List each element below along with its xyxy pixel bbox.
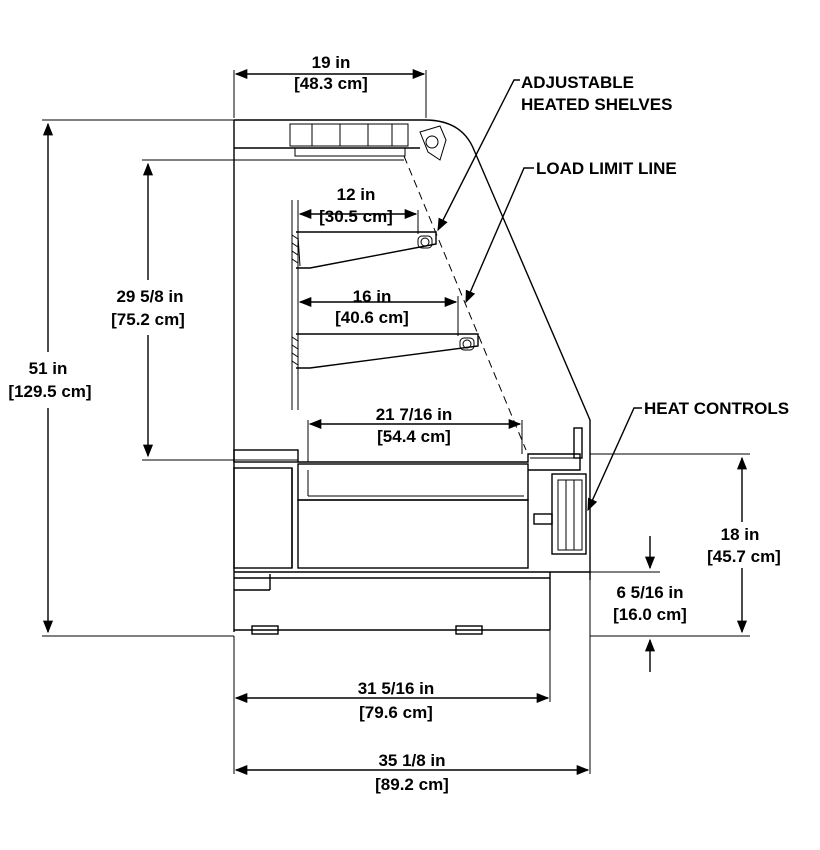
deck-width-imperial: 21 7/16 in [376, 405, 453, 424]
dim-shelf-upper [297, 208, 419, 234]
deck-width-metric: [54.4 cm] [377, 427, 451, 446]
shelf-lower [291, 333, 479, 369]
base-depth-imperial: 31 5/16 in [358, 679, 435, 698]
deck-height-metric: [16.0 cm] [613, 605, 687, 624]
shelves-callout-line1: ADJUSTABLE [521, 73, 634, 92]
dim-overall-height [42, 119, 234, 637]
heat-controls-callout: HEAT CONTROLS [644, 399, 789, 418]
overall-height-imperial: 51 in [29, 359, 68, 378]
dim-shelf-span [142, 159, 404, 461]
case-deck [233, 449, 581, 501]
dim-overall-depth [234, 580, 591, 776]
overall-depth-imperial: 35 1/8 in [378, 751, 445, 770]
base-height-metric: [45.7 cm] [707, 547, 781, 566]
dim-base-depth [233, 630, 551, 774]
dim-deck-width [307, 418, 523, 462]
load-limit-leader [465, 167, 534, 304]
shelf-span-imperial: 29 5/8 in [116, 287, 183, 306]
overall-depth-metric: [89.2 cm] [375, 775, 449, 794]
load-limit-line [403, 155, 527, 451]
shelves-callout-line2: HEATED SHELVES [521, 95, 672, 114]
shelf-upper-teeth [291, 234, 299, 264]
overall-height-metric: [129.5 cm] [8, 382, 91, 401]
shelf-lower-metric: [40.6 cm] [335, 308, 409, 327]
top-width-imperial: 19 in [312, 53, 351, 72]
base-depth-metric: [79.6 cm] [359, 703, 433, 722]
heat-control-box [533, 427, 587, 555]
dim-deck-height [590, 536, 660, 672]
dim-base-height [590, 453, 750, 637]
shelf-lower-imperial: 16 in [353, 287, 392, 306]
case-base [233, 467, 590, 635]
shelf-upper-metric: [30.5 cm] [319, 207, 393, 226]
shelf-lower-teeth [291, 336, 299, 366]
dim-shelf-lower [297, 296, 459, 336]
deck-height-imperial: 6 5/16 in [616, 583, 683, 602]
shelf-span-metric: [75.2 cm] [111, 310, 185, 329]
top-width-metric: [48.3 cm] [294, 74, 368, 93]
shelf-upper [291, 231, 437, 269]
case-body [233, 119, 591, 632]
heat-controls-leader [587, 407, 642, 512]
load-limit-callout: LOAD LIMIT LINE [536, 159, 677, 178]
base-height-imperial: 18 in [721, 525, 760, 544]
shelf-upper-imperial: 12 in [337, 185, 376, 204]
shelves-leader [437, 79, 520, 232]
dim-top-width [233, 68, 427, 118]
